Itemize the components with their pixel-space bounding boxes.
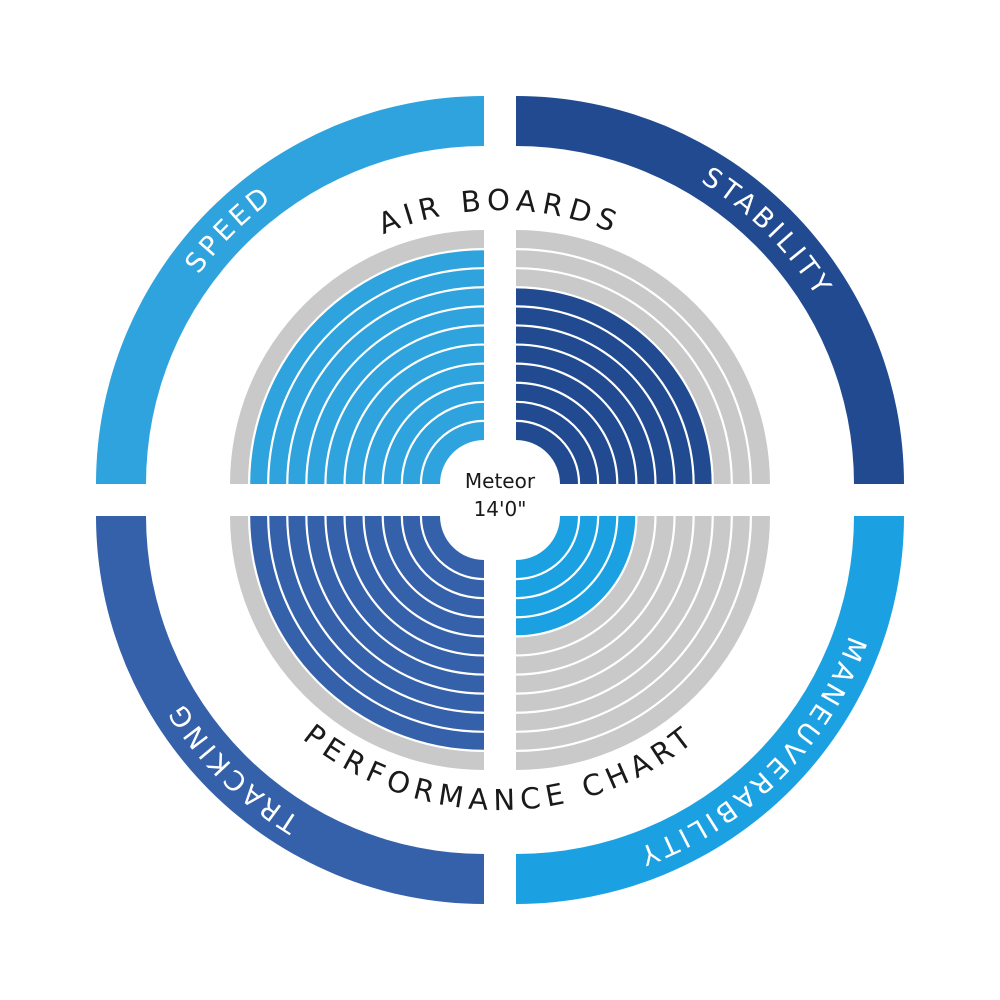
filled-ring-speed-2	[402, 402, 484, 484]
filled-ring-tracking-1	[422, 516, 484, 578]
empty-ring-maneuverability-11	[516, 516, 770, 770]
filled-ring-tracking-5	[345, 516, 484, 655]
band-tracking	[96, 516, 484, 904]
filled-ring-stability-5	[516, 345, 655, 484]
empty-ring-speed-11	[230, 230, 484, 484]
filled-ring-tracking-2	[402, 516, 484, 598]
chart-title-top-text: AIR BOARDS	[373, 183, 620, 241]
filled-ring-tracking-9	[269, 516, 484, 731]
filled-ring-maneuverability-3	[516, 516, 617, 617]
product-size: 14'0"	[474, 497, 527, 521]
empty-ring-maneuverability-9	[516, 516, 731, 731]
filled-ring-tracking-8	[288, 516, 484, 712]
filled-ring-stability-2	[516, 402, 598, 484]
category-bands	[96, 96, 904, 904]
filled-ring-maneuverability-1	[516, 516, 578, 578]
band-speed	[96, 96, 484, 484]
filled-ring-maneuverability-2	[516, 516, 598, 598]
filled-ring-stability-7	[516, 307, 693, 484]
filled-ring-tracking-7	[307, 516, 484, 693]
empty-ring-maneuverability-5	[516, 516, 655, 655]
filled-ring-speed-3	[383, 383, 484, 484]
band-stability	[516, 96, 904, 484]
empty-ring-maneuverability-10	[516, 516, 750, 750]
empty-ring-stability-9	[516, 269, 731, 484]
filled-ring-speed-5	[345, 345, 484, 484]
filled-ring-speed-6	[326, 326, 484, 484]
band-maneuverability	[516, 516, 904, 904]
filled-ring-stability-4	[516, 364, 636, 484]
filled-ring-speed-10	[250, 250, 484, 484]
filled-ring-speed-9	[269, 269, 484, 484]
empty-ring-tracking-11	[230, 516, 484, 770]
filled-ring-speed-1	[422, 422, 484, 484]
filled-ring-stability-6	[516, 326, 674, 484]
empty-ring-stability-11	[516, 230, 770, 484]
filled-ring-stability-1	[516, 422, 578, 484]
filled-ring-stability-8	[516, 288, 712, 484]
level-rings	[230, 230, 770, 770]
label-tracking: TRACKING	[161, 696, 305, 840]
label-stability: STABILITY	[696, 161, 838, 303]
empty-ring-stability-10	[516, 250, 750, 484]
filled-ring-speed-4	[364, 364, 484, 484]
empty-ring-maneuverability-6	[516, 516, 674, 674]
filled-ring-tracking-3	[383, 516, 484, 617]
empty-ring-maneuverability-8	[516, 516, 712, 712]
empty-ring-maneuverability-7	[516, 516, 693, 693]
filled-ring-speed-8	[288, 288, 484, 484]
filled-ring-maneuverability-4	[516, 516, 636, 636]
filled-ring-speed-7	[307, 307, 484, 484]
filled-ring-stability-3	[516, 383, 617, 484]
filled-ring-tracking-10	[250, 516, 484, 750]
filled-ring-tracking-6	[326, 516, 484, 674]
product-name: Meteor	[465, 469, 536, 493]
chart-title-top: AIR BOARDS	[373, 183, 626, 241]
filled-ring-tracking-4	[364, 516, 484, 636]
